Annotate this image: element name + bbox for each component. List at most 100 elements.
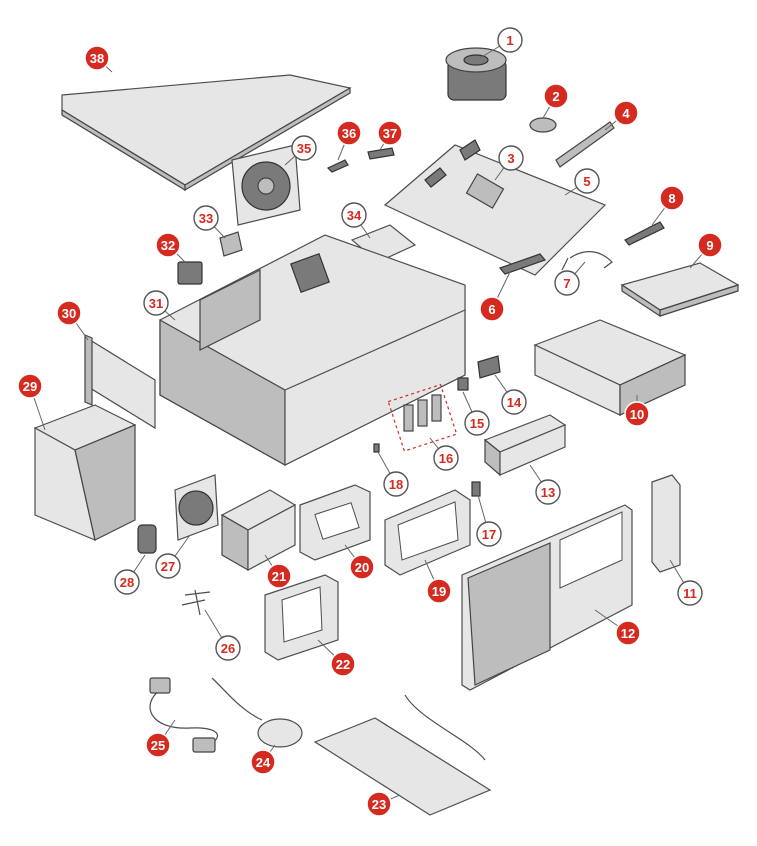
callout-number: 28	[120, 575, 134, 590]
power-supply-part	[33, 404, 137, 541]
callout-circle	[659, 185, 685, 211]
callout-number: 14	[507, 395, 522, 410]
callout-38: 38	[84, 45, 110, 71]
callout-14: 14	[501, 389, 527, 415]
callout-circle	[677, 580, 703, 606]
callout-24: 24	[250, 749, 276, 775]
front-fan-part	[174, 474, 219, 541]
callout-37: 37	[377, 120, 403, 146]
callout-4: 4	[613, 100, 639, 126]
callout-circle	[574, 168, 600, 194]
callout-20: 20	[349, 554, 375, 580]
callout-number: 10	[630, 407, 644, 422]
callout-number: 4	[622, 106, 630, 121]
callout-number: 2	[552, 89, 559, 104]
side-cover-part	[61, 74, 352, 192]
callout-circle	[554, 270, 580, 296]
optical-drive-part	[620, 262, 740, 318]
callout-circle	[479, 296, 505, 322]
callout-circle	[56, 300, 82, 326]
callout-number: 8	[668, 191, 675, 206]
memory-module-part	[555, 121, 615, 168]
callout-circle	[349, 554, 375, 580]
callout-circle	[433, 445, 459, 471]
drive-cage-part	[533, 319, 687, 416]
callout-number: 31	[149, 296, 163, 311]
callout-circle	[250, 749, 276, 775]
callout-number: 19	[432, 584, 446, 599]
callout-number: 32	[161, 238, 175, 253]
front-handle-part	[651, 474, 681, 573]
speaker-part	[137, 524, 157, 554]
front-bezel-part	[461, 504, 633, 691]
callout-number: 25	[151, 738, 165, 753]
callout-19: 19	[426, 578, 452, 604]
sata-cable-part	[561, 251, 613, 271]
callout-circle	[143, 290, 169, 316]
callout-27: 27	[155, 553, 181, 579]
callout-circle	[697, 232, 723, 258]
callout-number: 11	[683, 586, 697, 601]
callout-29: 29	[17, 373, 43, 399]
callout-circle	[613, 100, 639, 126]
callout-circle	[330, 651, 356, 677]
callout-circle	[17, 373, 43, 399]
callout-1: 1	[497, 27, 523, 53]
callout-circle	[377, 120, 403, 146]
callout-circle	[366, 791, 392, 817]
callout-number: 35	[297, 141, 311, 156]
callout-circle	[543, 83, 569, 109]
callout-circle	[383, 471, 409, 497]
callout-number: 9	[706, 238, 713, 253]
callout-31: 31	[143, 290, 169, 316]
callout-number: 20	[355, 560, 369, 575]
m2-ssd-part	[498, 253, 547, 275]
hdd-bracket-part	[384, 489, 471, 576]
mouse-part	[211, 677, 303, 748]
callout-circle	[155, 232, 181, 258]
callout-21: 21	[266, 563, 292, 589]
callout-number: 18	[389, 477, 403, 492]
callout-33: 33	[193, 205, 219, 231]
callout-circle	[497, 27, 523, 53]
front-io-panel-part	[483, 414, 567, 477]
callout-2: 2	[543, 83, 569, 109]
callout-10: 10	[624, 401, 650, 427]
callout-13: 13	[535, 479, 561, 505]
coin-battery-part	[529, 117, 557, 133]
power-cable-part	[181, 589, 211, 616]
callout-number: 37	[383, 126, 397, 141]
usb-connector-part	[477, 355, 501, 379]
callout-number: 16	[439, 451, 453, 466]
callout-circle	[464, 410, 490, 436]
callout-number: 12	[621, 626, 635, 641]
callout-22: 22	[330, 651, 356, 677]
cpu-cooler-part	[445, 47, 507, 101]
bracket-part	[624, 221, 665, 246]
callout-11: 11	[677, 580, 703, 606]
keyboard-part	[313, 694, 492, 816]
callout-number: 17	[482, 527, 496, 542]
callout-28: 28	[114, 569, 140, 595]
callout-16: 16	[433, 445, 459, 471]
callout-number: 5	[583, 174, 590, 189]
latch-part	[471, 481, 481, 497]
callout-number: 3	[507, 151, 514, 166]
callout-number: 30	[62, 306, 76, 321]
hard-drive-part	[220, 489, 297, 572]
callout-number: 27	[161, 559, 175, 574]
callout-number: 26	[221, 641, 235, 656]
callout-number: 29	[23, 379, 37, 394]
callout-circle	[535, 479, 561, 505]
chassis-part	[159, 234, 466, 467]
callout-circle	[291, 135, 317, 161]
callouts-layer: 1234567891011121314151617181920212223242…	[17, 27, 723, 817]
callout-36: 36	[336, 120, 362, 146]
expansion-card-part	[84, 334, 156, 430]
callout-number: 6	[488, 302, 495, 317]
callout-number: 15	[470, 416, 484, 431]
callout-number: 13	[541, 485, 555, 500]
callout-number: 1	[506, 33, 513, 48]
drive-cage-bracket-part	[264, 574, 339, 661]
callout-number: 38	[90, 51, 104, 66]
